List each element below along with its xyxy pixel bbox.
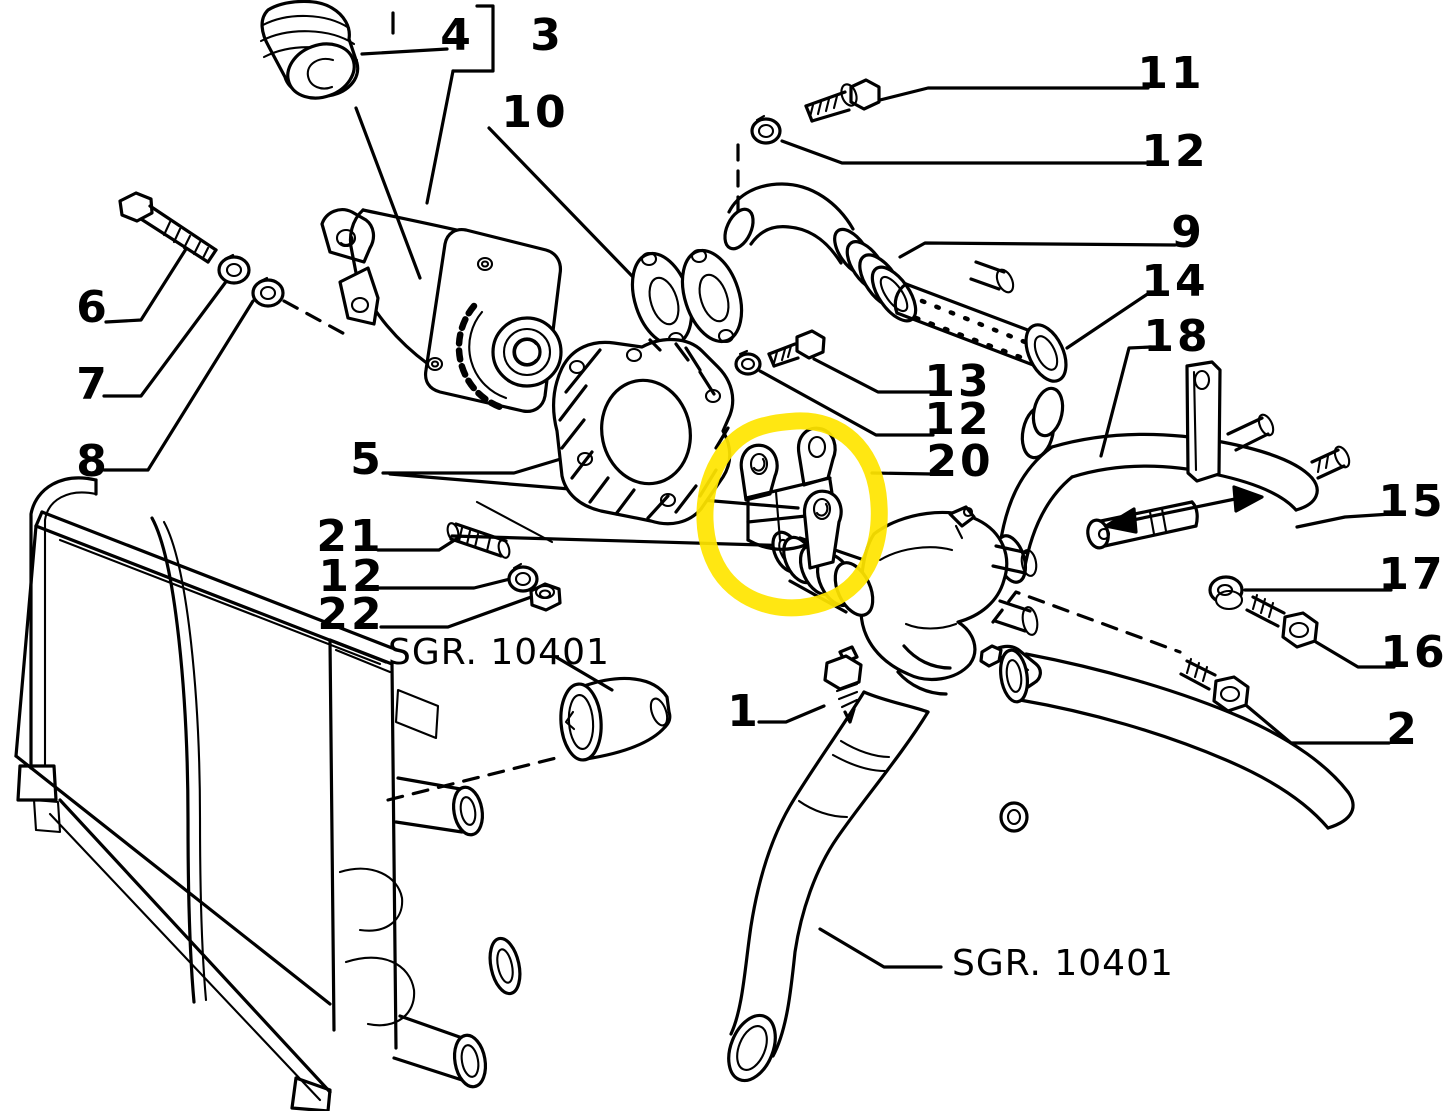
callout-7-label: 7 [76,359,110,410]
callout-12c-label: 12 [318,551,385,602]
callout-6-label: 6 [76,282,110,333]
washer-8 [251,276,285,308]
pressure-plug [259,0,360,100]
callout-12b-label: 12 [924,394,991,445]
callout-10-label: 10 [501,87,568,138]
callout-12a-label: 12 [1141,126,1208,177]
nut-22 [529,582,562,612]
washer-7 [217,253,251,285]
lower-radiator-hose [727,690,930,1083]
callout-16-label: 16 [1380,627,1445,678]
callout-17-label: 17 [1378,549,1445,600]
callout-4-label: 4 [440,10,474,61]
callout-9-label: 9 [1171,207,1205,258]
callout-15-label: 15 [1378,476,1445,527]
callout-5-label: 5 [350,434,384,485]
bolt-16 [1245,593,1319,649]
callout-2-label: 2 [1386,704,1420,755]
callout-3-label: 3 [530,10,564,61]
sgr-label-bottom: SGR. 10401 [952,943,1174,984]
callout-8-label: 8 [76,436,110,487]
highlight-circle [696,412,888,617]
callout-1-label: 1 [727,686,761,737]
stud-21 [446,522,511,559]
leader-lines [102,4,1396,969]
pump-gaskets [630,248,744,347]
callout-14-label: 14 [1141,256,1208,307]
nut-12-middle [734,349,762,376]
radiator [14,476,522,1111]
callout-21-label: 21 [316,511,383,562]
bolt-6 [118,191,218,264]
water-pump [320,208,563,413]
washer-12-lower [507,562,539,593]
group-reference-labels: SGR. 10401 SGR. 10401 [388,632,1174,984]
mounting-bracket [739,426,843,570]
bypass-pipe [893,260,1068,383]
assembly-dashed-lines [282,143,1182,802]
callout-labels: 4 3 10 11 12 9 14 18 13 12 20 6 7 8 5 21… [76,10,1445,755]
bolt-13 [767,329,826,368]
bolt-11 [804,78,881,123]
bolt-2 [1179,657,1250,713]
callout-20-label: 20 [926,436,993,487]
washer-12-top [750,114,782,145]
radiator-elbow-hose [559,676,672,762]
upper-water-pipe [723,182,918,323]
outlet-pipe-assembly [979,360,1355,833]
callout-18-label: 18 [1143,311,1210,362]
callout-11-label: 11 [1137,48,1204,99]
temp-sensor [823,645,863,724]
thermostat-flange [552,337,735,526]
callout-13-label: 13 [924,356,991,407]
nut-17 [1208,575,1244,611]
callout-22-label: 22 [317,589,384,640]
sgr-label-mid: SGR. 10401 [388,632,610,673]
